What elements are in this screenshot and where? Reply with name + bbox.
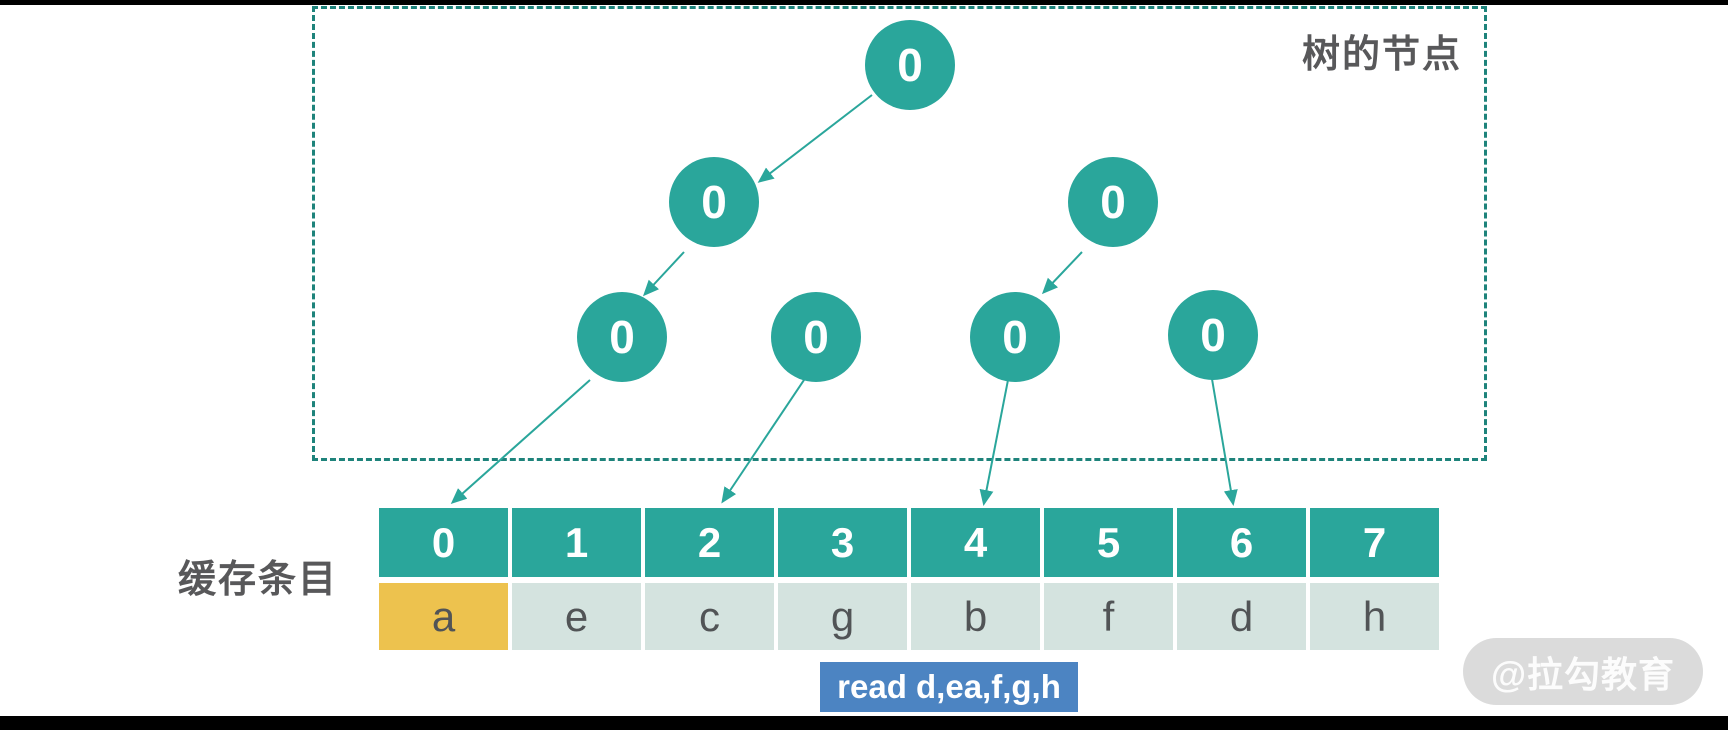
cache-index-cell-2: 2 (645, 508, 774, 577)
read-sequence-banner: read d,ea,f,g,h (820, 662, 1078, 712)
bottom-letterbox-bar (0, 716, 1728, 730)
tree-nodes-panel: 树的节点 (312, 6, 1487, 461)
tree-panel-title: 树的节点 (1301, 34, 1462, 76)
cache-value-cell-1: e (512, 583, 641, 650)
cache-index-cell-1: 1 (512, 508, 641, 577)
cache-value-cell-2: c (645, 583, 774, 650)
cache-value-cell-4: b (911, 583, 1040, 650)
cache-index-cell-5: 5 (1044, 508, 1173, 577)
cache-value-cell-6: d (1177, 583, 1306, 650)
watermark-badge: @拉勾教育 (1463, 638, 1703, 705)
top-letterbox-bar (0, 0, 1728, 5)
cache-entries-label: 缓存条目 (178, 559, 339, 601)
cache-index-cell-0: 0 (379, 508, 508, 577)
cache-index-cell-4: 4 (911, 508, 1040, 577)
cache-index-cell-6: 6 (1177, 508, 1306, 577)
cache-value-cell-0: a (379, 583, 508, 650)
cache-value-cell-7: h (1310, 583, 1439, 650)
cache-index-cell-3: 3 (778, 508, 907, 577)
cache-index-cell-7: 7 (1310, 508, 1439, 577)
cache-value-cell-5: f (1044, 583, 1173, 650)
cache-value-cell-3: g (778, 583, 907, 650)
